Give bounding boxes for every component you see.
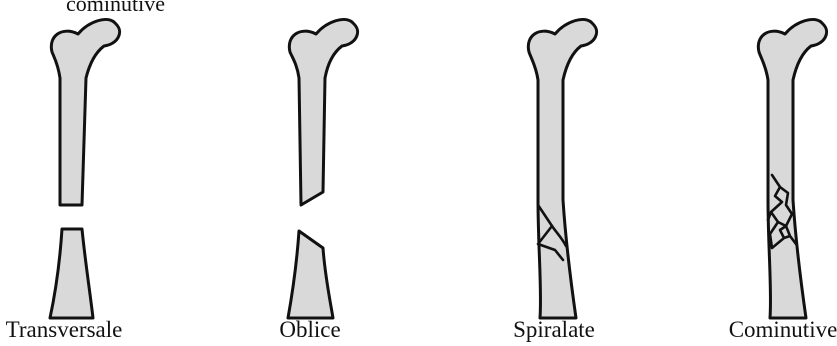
- femur-body: [758, 19, 826, 318]
- femur-cominutive: [758, 19, 826, 318]
- caption-cominutive: Cominutive: [729, 317, 837, 343]
- caption-spiralate: Spiralate: [513, 317, 595, 343]
- femur-transversale: [50, 19, 120, 318]
- femur-upper-fragment: [51, 19, 119, 205]
- caption-transversale: Transversale: [6, 317, 123, 343]
- femur-lower-fragment: [50, 229, 93, 318]
- femur-upper-fragment: [289, 19, 357, 205]
- caption-oblice: Oblice: [279, 317, 340, 343]
- femur-body: [528, 19, 596, 318]
- femur-spiralate: [528, 19, 596, 318]
- femur-oblice: [288, 19, 358, 318]
- femur-lower-fragment: [288, 231, 333, 318]
